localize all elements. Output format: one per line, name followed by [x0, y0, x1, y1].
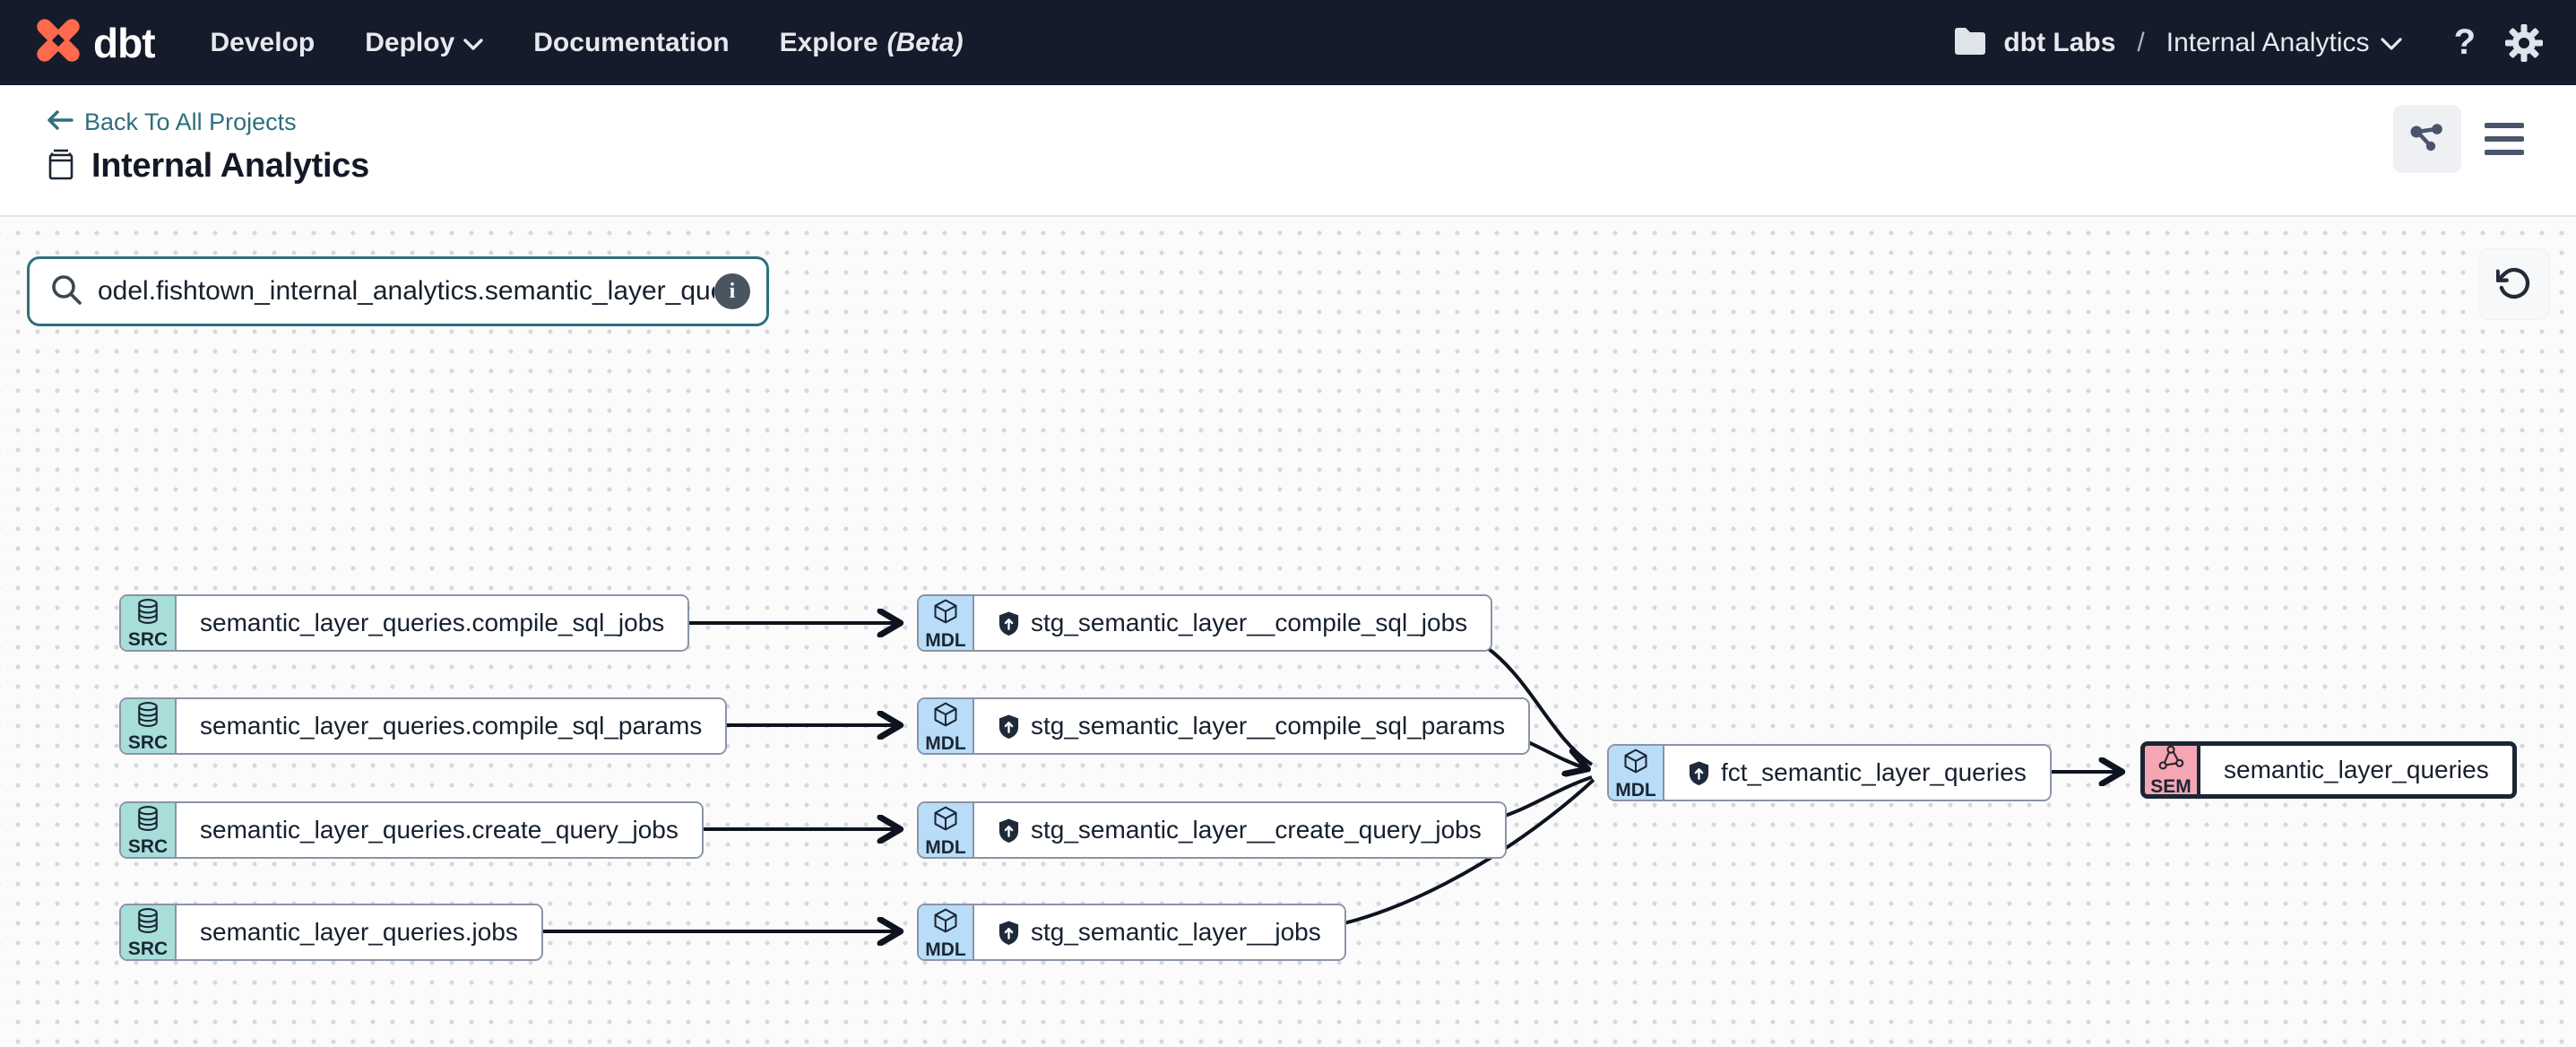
cube-icon — [932, 906, 959, 939]
cube-icon — [932, 597, 959, 630]
lineage-node-fct-semantic-layer-queries[interactable]: MDL fct_semantic_layer_queries — [1607, 744, 2052, 801]
lineage-node-src-create-query-jobs[interactable]: SRC semantic_layer_queries.create_query_… — [119, 801, 704, 859]
cube-icon — [1622, 747, 1649, 780]
node-type-badge: MDL — [1609, 746, 1664, 800]
lineage-node-stg-compile-sql-params[interactable]: MDL stg_semantic_layer__compile_sql_para… — [917, 697, 1531, 755]
lineage-node-stg-compile-sql-jobs[interactable]: MDL stg_semantic_layer__compile_sql_jobs — [917, 594, 1493, 652]
node-label: semantic_layer_queries — [2224, 756, 2489, 783]
lineage-node-src-compile-sql-jobs[interactable]: SRC semantic_layer_queries.compile_sql_j… — [119, 594, 690, 652]
nav-item-explore[interactable]: Explore (Beta) — [779, 27, 964, 57]
lineage-view-button[interactable] — [2393, 105, 2461, 173]
search-input[interactable] — [98, 276, 714, 307]
node-label: stg_semantic_layer__compile_sql_jobs — [1031, 609, 1468, 636]
folder-icon — [1953, 26, 1987, 59]
breadcrumb-separator: / — [2137, 27, 2145, 57]
node-label: fct_semantic_layer_queries — [1721, 758, 2027, 786]
hamburger-icon — [2485, 123, 2524, 128]
semantic-model-icon — [2157, 746, 2184, 776]
dbt-logo[interactable]: dbt — [32, 14, 156, 71]
node-label: stg_semantic_layer__jobs — [1031, 918, 1321, 946]
shield-icon — [998, 818, 1020, 844]
explore-beta-tag: (Beta) — [886, 27, 964, 57]
dbt-logo-word: dbt — [93, 19, 156, 66]
lineage-node-src-jobs[interactable]: SRC semantic_layer_queries.jobs — [119, 904, 543, 961]
nav-item-deploy[interactable]: Deploy — [365, 28, 483, 58]
rotate-ccw-icon — [2495, 265, 2532, 304]
nav-menu: Develop Deploy Documentation Explore (Be… — [211, 28, 964, 58]
dbt-logo-icon — [32, 14, 84, 71]
node-type-badge: MDL — [919, 699, 974, 753]
database-icon — [135, 598, 160, 629]
database-icon — [135, 907, 160, 939]
title-row: Internal Analytics — [47, 147, 2544, 186]
page-title: Internal Analytics — [91, 147, 369, 185]
shield-icon — [998, 920, 1020, 946]
lineage-node-src-compile-sql-params[interactable]: SRC semantic_layer_queries.compile_sql_p… — [119, 697, 728, 755]
node-type-badge: SEM — [2145, 746, 2200, 794]
navbar-right: dbt Labs / Internal Analytics ? — [1953, 22, 2544, 63]
breadcrumb-project-selector[interactable]: Internal Analytics — [2166, 28, 2402, 58]
node-label: stg_semantic_layer__compile_sql_params — [1031, 712, 1506, 740]
nav-item-documentation[interactable]: Documentation — [533, 27, 730, 57]
lineage-node-stg-create-query-jobs[interactable]: MDL stg_semantic_layer__create_query_job… — [917, 801, 1507, 859]
lineage-node-stg-jobs[interactable]: MDL stg_semantic_layer__jobs — [917, 904, 1346, 961]
project-icon — [47, 147, 75, 186]
arrow-left-icon — [47, 108, 73, 136]
info-icon[interactable]: i — [714, 273, 750, 309]
breadcrumb-org[interactable]: dbt Labs — [2003, 27, 2116, 57]
cube-icon — [932, 700, 959, 733]
shield-icon — [998, 714, 1020, 740]
nav-item-develop[interactable]: Develop — [210, 27, 316, 57]
shield-icon — [998, 610, 1020, 636]
lineage-search-box: i — [27, 256, 769, 326]
node-type-badge: SRC — [121, 803, 177, 857]
reset-view-button[interactable] — [2479, 249, 2549, 319]
lineage-node-semantic-layer-queries[interactable]: SEM semantic_layer_queries — [2140, 741, 2517, 799]
node-label: semantic_layer_queries.compile_sql_jobs — [200, 609, 665, 636]
shield-icon — [1688, 760, 1710, 786]
node-label: semantic_layer_queries.jobs — [200, 918, 518, 946]
back-to-projects-link[interactable]: Back To All Projects — [47, 108, 297, 136]
gear-icon[interactable] — [2504, 23, 2544, 63]
hamburger-menu-button[interactable] — [2485, 109, 2544, 169]
node-type-badge: MDL — [919, 905, 974, 959]
node-type-badge: SRC — [121, 699, 177, 753]
node-type-badge: MDL — [919, 803, 974, 857]
lineage-canvas[interactable]: i SRC — [0, 217, 2576, 1047]
database-icon — [135, 805, 160, 836]
node-label: semantic_layer_queries.compile_sql_param… — [200, 712, 703, 740]
node-label: semantic_layer_queries.create_query_jobs — [200, 816, 679, 844]
top-navbar: dbt Develop Deploy Documentation Explore… — [0, 0, 2576, 85]
page-header: Back To All Projects Internal Analytics — [0, 85, 2576, 217]
lineage-icon — [2409, 121, 2445, 158]
help-button[interactable]: ? — [2453, 22, 2476, 62]
node-type-badge: MDL — [919, 596, 974, 650]
search-icon — [49, 273, 83, 311]
header-buttons — [2393, 105, 2544, 173]
node-type-badge: SRC — [121, 596, 177, 650]
node-type-badge: SRC — [121, 905, 177, 959]
database-icon — [135, 701, 160, 732]
cube-icon — [932, 804, 959, 837]
node-label: stg_semantic_layer__create_query_jobs — [1031, 816, 1482, 844]
chevron-down-icon — [463, 28, 483, 58]
chevron-down-icon — [2380, 28, 2402, 58]
